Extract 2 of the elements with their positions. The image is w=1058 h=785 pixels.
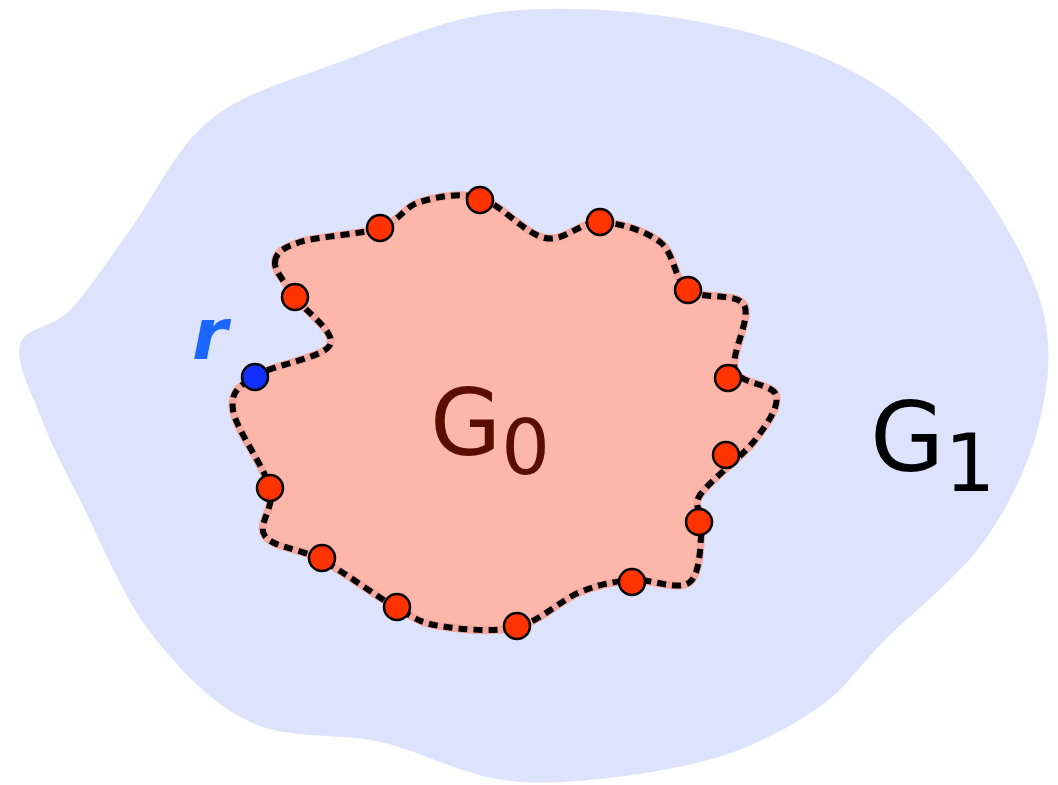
region-label: G$_{0}$ xyxy=(430,378,551,488)
region-label: G$_{1}$ xyxy=(870,390,996,505)
